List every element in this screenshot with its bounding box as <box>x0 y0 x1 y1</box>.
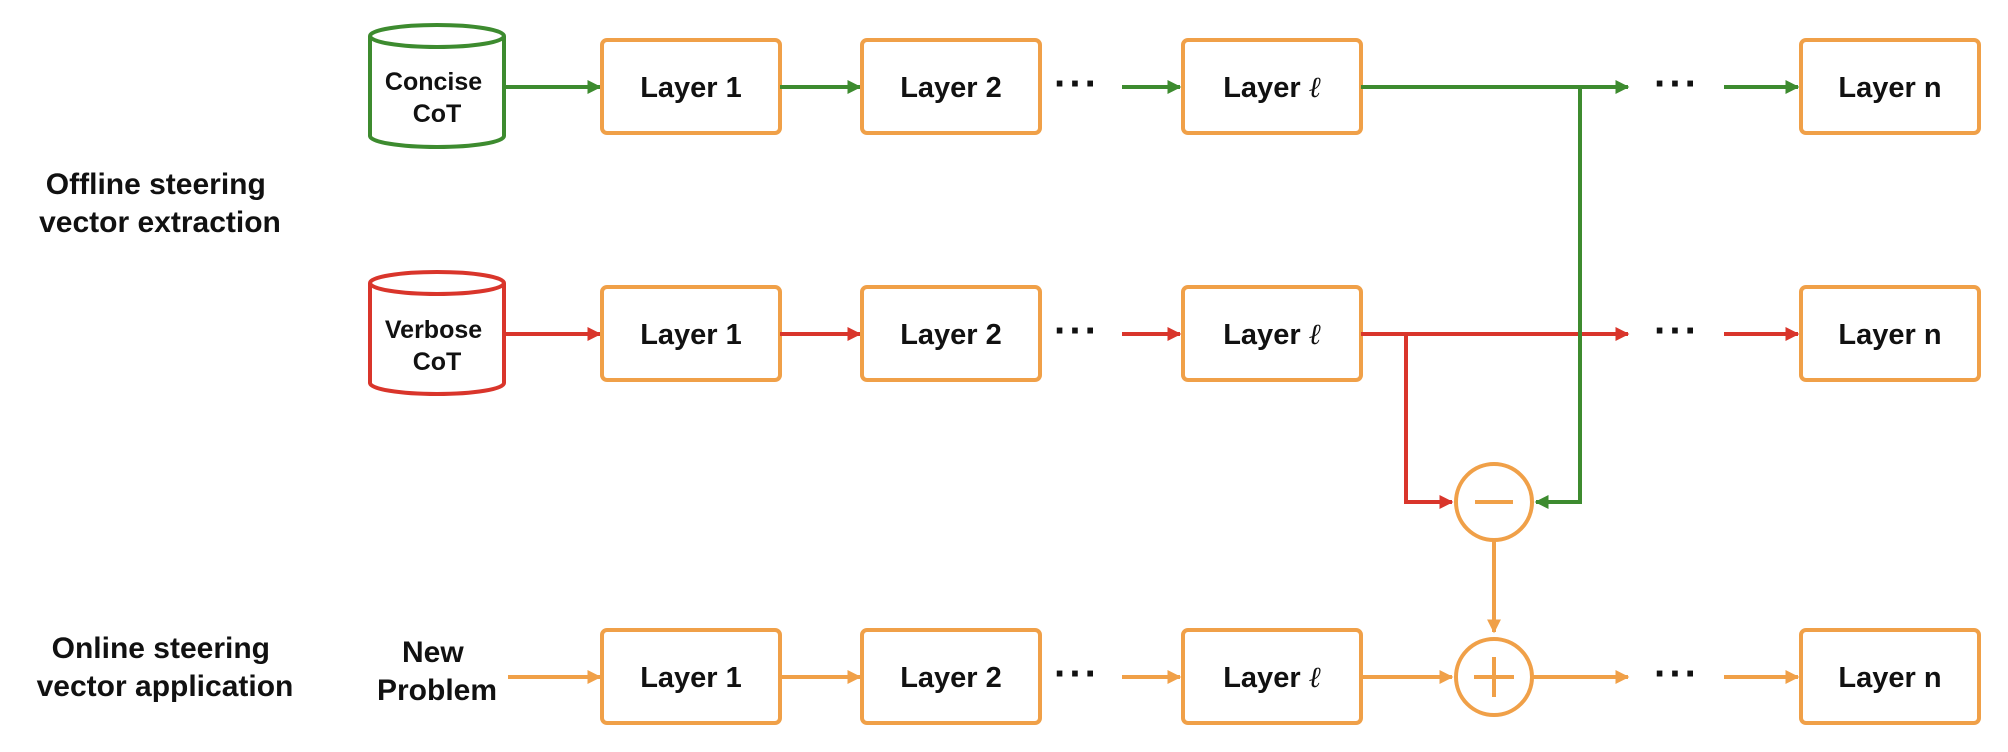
concise-ellipsis-1: ··· <box>1054 62 1100 106</box>
verbose-cot-database: Verbose CoT <box>368 270 506 396</box>
concise-layer-n-box: Layer n <box>1799 38 1981 135</box>
online-layer-l-label: Layer ℓ <box>1223 660 1321 694</box>
plus-icon <box>1474 657 1514 697</box>
verbose-layer-n-box: Layer n <box>1799 285 1981 382</box>
online-layer-1-label: Layer 1 <box>640 662 742 694</box>
concise-layer-2-label: Layer 2 <box>900 72 1002 104</box>
concise-layer-n-label: Layer n <box>1838 72 1941 104</box>
verbose-layer-1-label: Layer 1 <box>640 319 742 351</box>
online-ellipsis-1: ··· <box>1054 652 1100 696</box>
online-layer-n-label: Layer n <box>1838 662 1941 694</box>
verbose-layer-2-box: Layer 2 <box>860 285 1042 382</box>
online-layer-n-box: Layer n <box>1799 628 1981 725</box>
online-layer-2-label: Layer 2 <box>900 662 1002 694</box>
arrow-verbose-to-minus <box>1404 334 1454 509</box>
concise-cot-label: Concise CoT <box>385 68 489 128</box>
concise-layer-1-box: Layer 1 <box>600 38 782 135</box>
arrow-concise-to-minus <box>1534 87 1582 509</box>
concise-layer-2-box: Layer 2 <box>860 38 1042 135</box>
online-layer-l-box: Layer ℓ <box>1181 628 1363 725</box>
verbose-layer-n-label: Layer n <box>1838 319 1941 351</box>
verbose-ellipsis-2: ··· <box>1654 309 1700 353</box>
offline-section-label: Offline steering vector extraction <box>39 168 281 239</box>
concise-layer-l-box: Layer ℓ <box>1181 38 1363 135</box>
new-problem-label: New Problem <box>377 636 497 707</box>
minus-operator <box>1454 462 1534 542</box>
verbose-cot-label: Verbose CoT <box>385 316 489 376</box>
verbose-layer-l-label: Layer ℓ <box>1223 317 1321 351</box>
online-layer-1-box: Layer 1 <box>600 628 782 725</box>
concise-ellipsis-2: ··· <box>1654 62 1700 106</box>
concise-cot-database: Concise CoT <box>368 23 506 149</box>
verbose-layer-1-box: Layer 1 <box>600 285 782 382</box>
online-layer-2-box: Layer 2 <box>860 628 1042 725</box>
concise-layer-1-label: Layer 1 <box>640 72 742 104</box>
verbose-layer-l-box: Layer ℓ <box>1181 285 1363 382</box>
online-section-label: Online steering vector application <box>37 632 294 703</box>
online-ellipsis-2: ··· <box>1654 652 1700 696</box>
verbose-ellipsis-1: ··· <box>1054 309 1100 353</box>
concise-layer-l-label: Layer ℓ <box>1223 70 1321 104</box>
verbose-layer-2-label: Layer 2 <box>900 319 1002 351</box>
plus-operator <box>1454 637 1534 717</box>
